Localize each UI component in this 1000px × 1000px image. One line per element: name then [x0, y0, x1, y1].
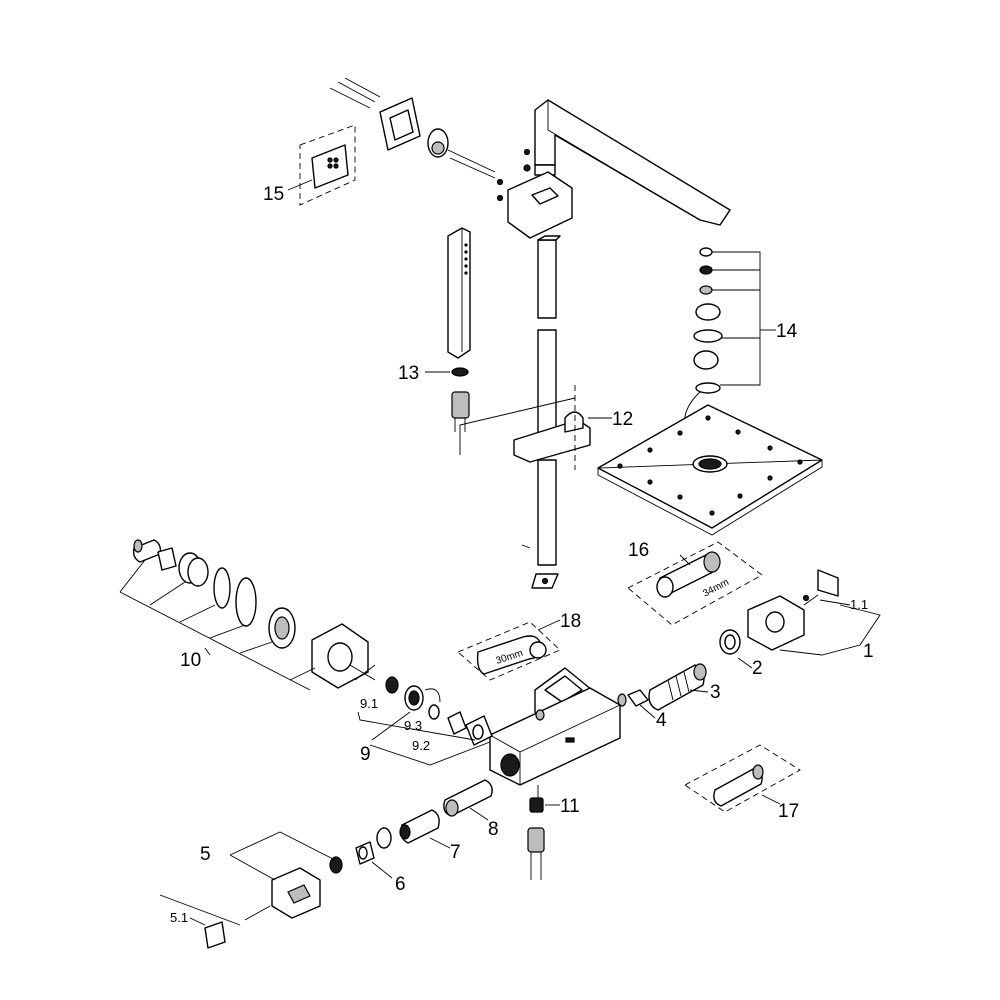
part-17-spare: 17	[684, 744, 801, 822]
thermostat-body	[489, 667, 621, 800]
top-wall-bracket	[496, 148, 573, 239]
plate-screws	[617, 415, 803, 516]
callout-8: 8	[488, 819, 499, 840]
part-5-handle: 5 5.1	[159, 831, 343, 949]
callout-5-1: 5.1	[170, 910, 188, 925]
callout-1-1: 1.1	[850, 597, 868, 612]
callout-18: 18	[560, 611, 581, 632]
callout-9-3: 9.3	[404, 718, 422, 733]
callout-17: 17	[778, 801, 799, 822]
part-16-sleeve: 34mm 16	[627, 540, 763, 626]
part-2-ring: 2	[719, 629, 763, 679]
cartridge-ribs	[667, 671, 690, 701]
callout-16: 16	[628, 540, 649, 561]
head-shower-plate	[597, 404, 823, 536]
part-14-head-connection: 14	[684, 247, 798, 453]
part-12-holder: 12	[459, 385, 633, 470]
part-13-hand-shower: 13	[398, 227, 471, 432]
shower-rail	[521, 235, 561, 589]
part-11-outlet: 11	[527, 796, 580, 880]
part-18-wrench: 30mm 18	[457, 611, 581, 681]
part-15-wall-mount: 15	[263, 77, 496, 206]
part-4-adapter: 4	[617, 689, 667, 731]
callout-6: 6	[395, 874, 406, 895]
callout-4: 4	[656, 710, 667, 731]
callout-5: 5	[200, 844, 211, 865]
spray-dots	[464, 243, 468, 275]
part-8-valve: 8	[443, 779, 499, 840]
callout-2: 2	[752, 658, 763, 679]
callout-9-2: 9.2	[412, 738, 430, 753]
part-6-nut: 6	[355, 841, 406, 895]
dim-16: 34mm	[701, 577, 731, 600]
callout-9-1: 9.1	[360, 696, 378, 711]
part-10-connection-set: 10	[119, 539, 376, 691]
part-7-valve: 7	[376, 809, 461, 863]
callout-3: 3	[710, 682, 721, 703]
callout-11: 11	[560, 796, 580, 817]
callout-14: 14	[776, 321, 798, 342]
callout-13: 13	[398, 363, 419, 384]
part-9-group: 9.1 9.3 9.2 9	[357, 676, 493, 766]
part-3-cartridge: 3	[648, 663, 721, 711]
callout-1: 1	[863, 641, 874, 662]
callout-12: 12	[612, 409, 633, 430]
callout-15: 15	[263, 184, 284, 205]
callout-10: 10	[180, 650, 201, 671]
callout-7: 7	[450, 842, 461, 863]
callout-9: 9	[360, 744, 371, 765]
part-1-handle: 1 1.1	[747, 569, 881, 662]
